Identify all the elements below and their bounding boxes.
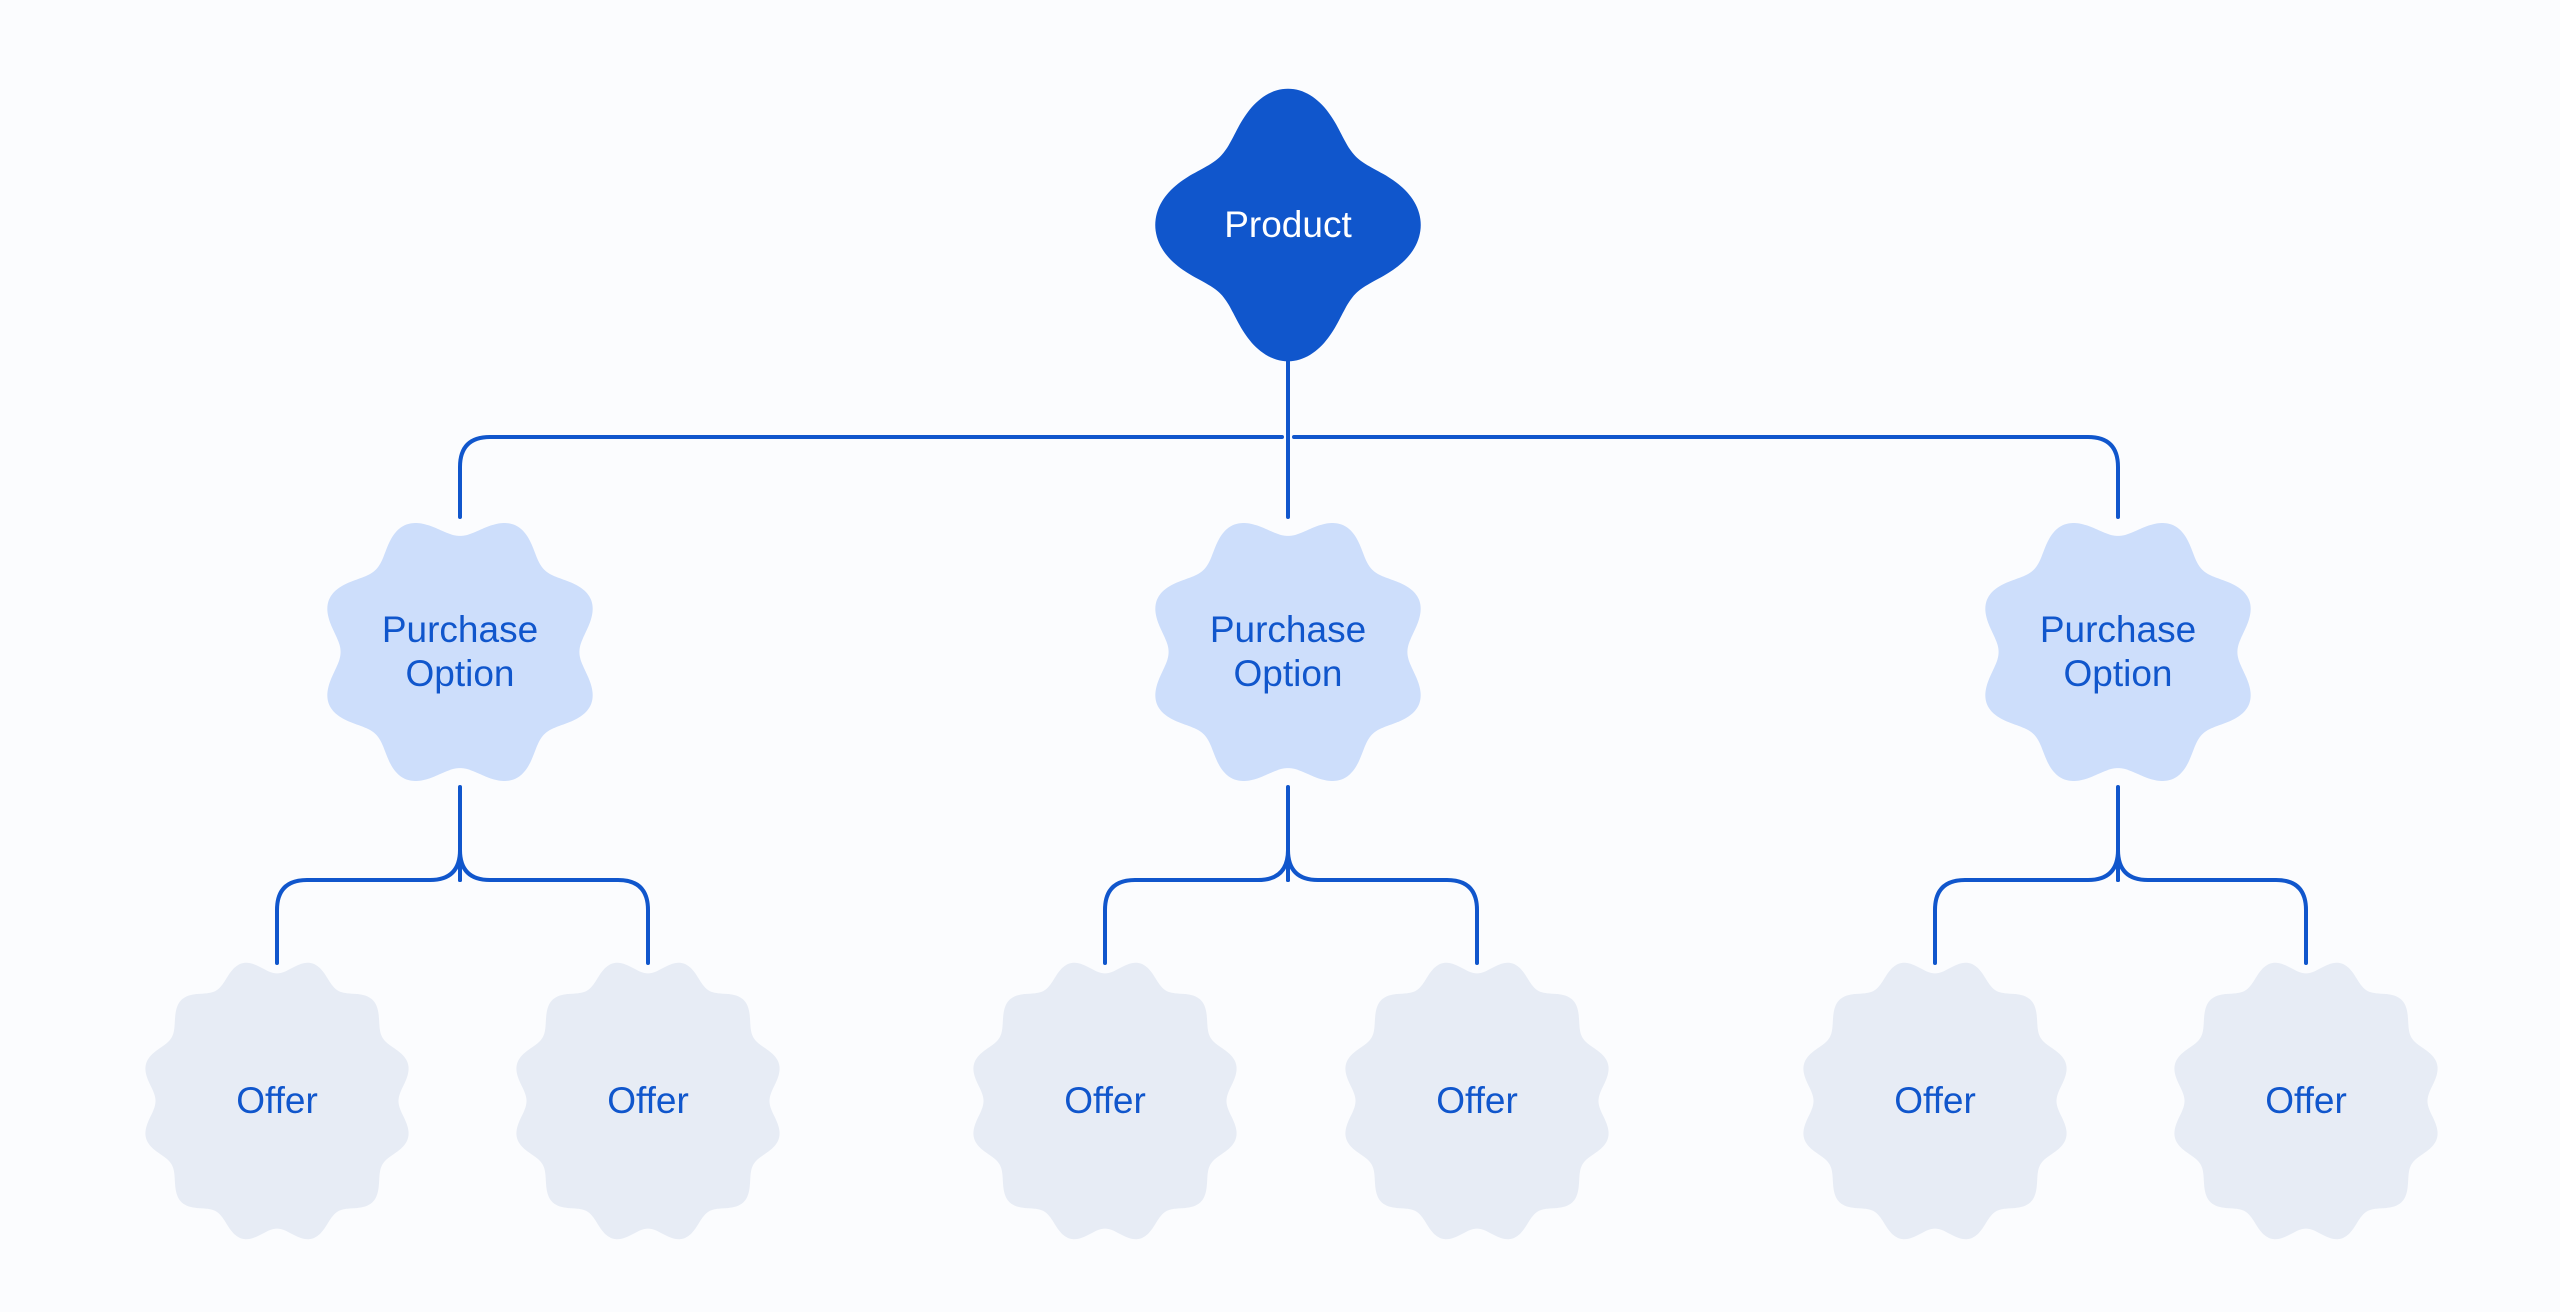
node-offer-4[interactable] (1345, 962, 1609, 1240)
node-offer-5[interactable] (1803, 962, 2067, 1240)
connector-branch-1-to-leaf-1 (275, 848, 462, 965)
connector-root-to-branch-1 (458, 435, 1284, 519)
connector-branch-2-to-leaf-1 (1103, 848, 1290, 965)
node-purchase-option-2[interactable] (1155, 522, 1421, 782)
node-offer-6[interactable] (2174, 962, 2438, 1240)
connector-root-to-branch-3 (1292, 435, 2120, 519)
connector-branch-2-to-leaf-2 (1286, 848, 1479, 965)
node-offer-1[interactable] (145, 962, 409, 1240)
connector-branch-3-to-leaf-1 (1933, 848, 2120, 965)
node-purchase-option-1[interactable] (327, 522, 593, 782)
connector-branch-1-to-leaf-2 (458, 848, 650, 965)
connector-branch-3-to-leaf-2 (2116, 848, 2308, 965)
node-offer-3[interactable] (973, 962, 1237, 1240)
node-product[interactable] (1155, 88, 1421, 362)
node-offer-2[interactable] (516, 962, 780, 1240)
node-purchase-option-3[interactable] (1985, 522, 2251, 782)
